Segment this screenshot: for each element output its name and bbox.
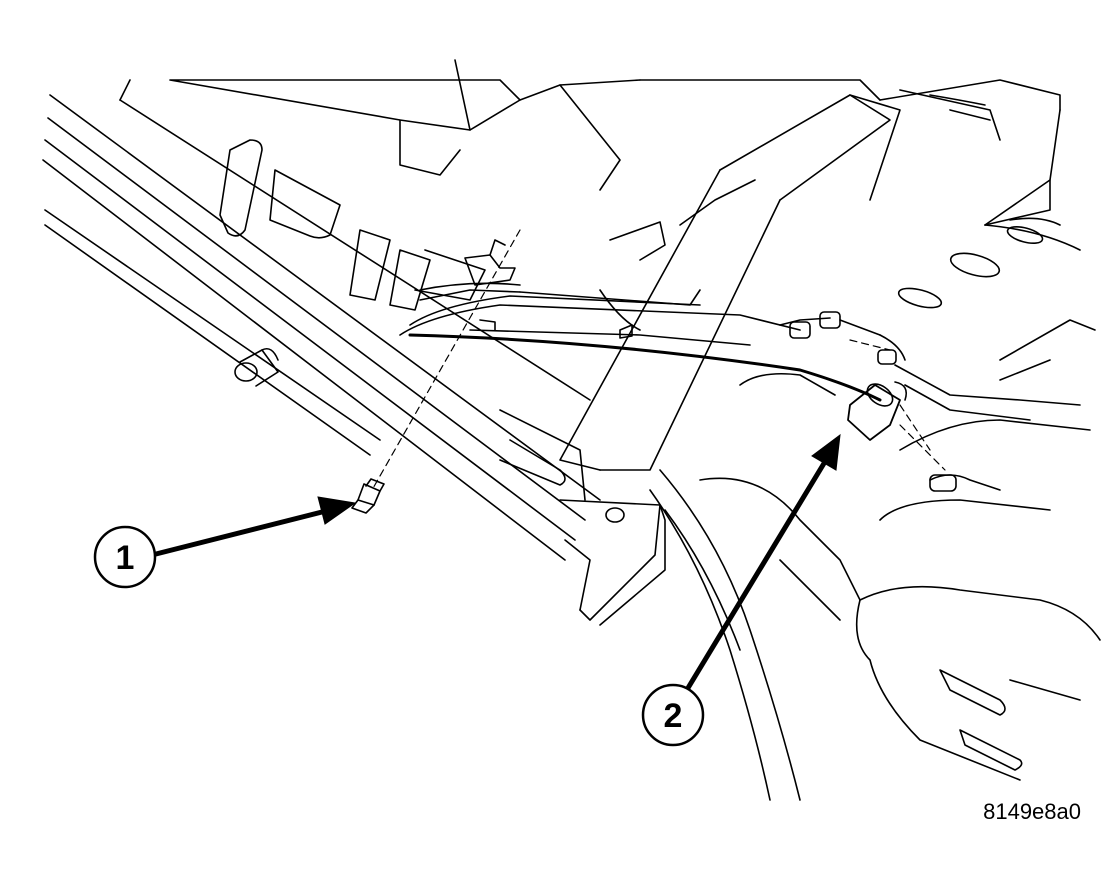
callout-2: 2 bbox=[641, 683, 705, 747]
callout-1-arrow bbox=[151, 507, 331, 558]
callout-1-number: 1 bbox=[116, 539, 135, 577]
fuel-tank bbox=[739, 372, 1101, 781]
callout-2-arrow bbox=[685, 458, 829, 690]
crossmember bbox=[559, 94, 901, 471]
retaining-clip bbox=[464, 239, 516, 286]
figure-id: 8149e8a0 bbox=[983, 799, 1081, 824]
bushing bbox=[234, 347, 279, 387]
upper-body-panels bbox=[169, 59, 1096, 381]
wheel-arcs bbox=[649, 469, 861, 801]
frame-rails bbox=[42, 79, 666, 626]
frame-cutouts bbox=[219, 139, 486, 311]
fuel-lines bbox=[399, 282, 1081, 492]
callout-1: 1 bbox=[93, 525, 157, 589]
panel-holes bbox=[897, 225, 1044, 309]
callout-arrows bbox=[151, 433, 841, 690]
fill-hose bbox=[408, 333, 908, 441]
callout-2-number: 2 bbox=[664, 697, 683, 735]
bolt bbox=[351, 478, 385, 514]
hidden-lines bbox=[371, 229, 946, 491]
